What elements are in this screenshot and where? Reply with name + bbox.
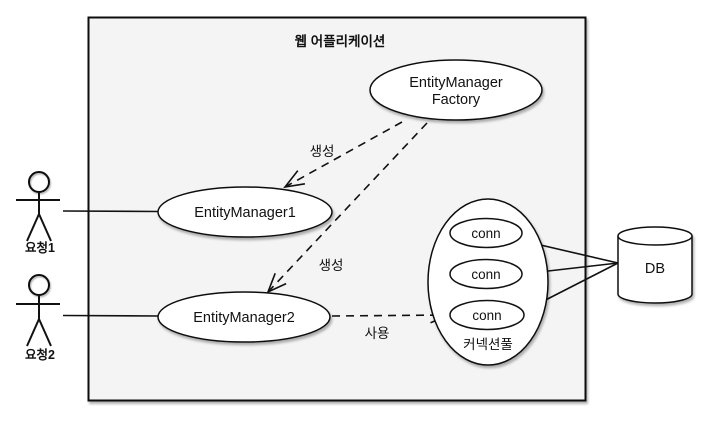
db-cylinder-body-icon <box>617 236 693 304</box>
factory-ellipse <box>369 59 543 121</box>
pool-label: 커넥션풀 <box>463 337 513 352</box>
node-entitymanager1: EntityManager1 <box>157 186 333 238</box>
em1-label: EntityManager1 <box>194 205 296 221</box>
node-connection-pool: conn conn conn 커넥션풀 <box>427 198 549 366</box>
em1-ellipse <box>157 186 333 238</box>
actor2-head-icon <box>28 274 50 296</box>
actor1-to-em1-link <box>62 210 160 213</box>
conn2-ellipse <box>449 258 523 290</box>
db-cylinder-top-icon <box>617 226 693 246</box>
create2-label: 생성 <box>319 258 344 273</box>
actor-request1: 요청1 <box>16 171 60 255</box>
conn1-label: conn <box>471 226 500 241</box>
create1-arrowhead-icon <box>283 170 306 189</box>
em2-ellipse <box>157 291 331 343</box>
actor1-body-icon <box>16 192 60 242</box>
em2-label: EntityManager2 <box>193 310 295 326</box>
create1-label: 생성 <box>310 144 335 159</box>
create2-line <box>267 122 428 293</box>
actor2-to-em2-link <box>62 314 160 317</box>
actor1-head-icon <box>28 171 50 193</box>
use-line <box>331 314 450 317</box>
actor1-label: 요청1 <box>25 240 55 255</box>
use-label: 사용 <box>365 326 390 341</box>
node-entitymanager-factory: EntityManager Factory <box>369 59 543 121</box>
edge-create-em1: 생성 <box>283 121 403 189</box>
create2-arrowhead-icon <box>266 273 287 294</box>
container-title: 웹 어플리케이션 <box>295 33 386 49</box>
actor2-label: 요청2 <box>25 347 55 362</box>
conn3-ellipse <box>449 299 525 331</box>
edge-create-em2: 생성 <box>266 122 428 294</box>
factory-label-line2: Factory <box>432 92 481 108</box>
node-entitymanager2: EntityManager2 <box>157 291 331 343</box>
conn2-label: conn <box>471 267 500 282</box>
conn1-ellipse <box>449 217 523 249</box>
actor-request2: 요청2 <box>16 274 60 362</box>
conn3-label: conn <box>472 308 501 323</box>
db-label: DB <box>645 261 665 277</box>
factory-label-line1: EntityManager <box>409 75 503 91</box>
actor2-body-icon <box>16 295 60 347</box>
node-db: DB <box>617 226 693 304</box>
